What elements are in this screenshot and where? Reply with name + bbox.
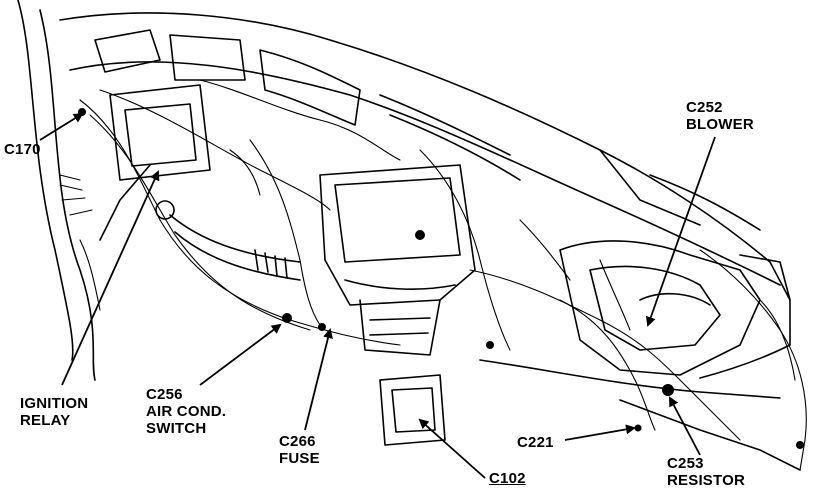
c253-leader-arrow	[669, 396, 701, 456]
wire-harness-right	[469, 269, 741, 441]
blower-housing	[559, 240, 761, 376]
c266-fuse-holder	[318, 323, 326, 331]
c256-connector	[282, 313, 292, 323]
c266-leader-arrow	[304, 328, 333, 431]
ignition-relay-leader-arrow	[61, 170, 160, 386]
dashboard-outline	[59, 12, 791, 379]
c221-leader-arrow	[564, 424, 636, 441]
c256-label: C256 AIR COND. SWITCH	[146, 386, 227, 437]
wire-harness-main	[79, 99, 401, 346]
c170-leader-arrow	[39, 112, 84, 141]
c170-label: C170	[4, 141, 41, 158]
c221-connector	[634, 424, 642, 432]
c252-label: C252 BLOWER	[686, 99, 754, 133]
c253-label: C253 RESISTOR	[667, 455, 746, 489]
c102-label: C102	[489, 470, 526, 487]
c102-leader-arrow	[418, 418, 486, 479]
c256-leader-arrow	[199, 323, 282, 386]
ignition-relay-label: IGNITION RELAY	[20, 395, 89, 429]
c266-label: C266 FUSE	[279, 433, 320, 467]
c102-bracket	[379, 374, 446, 446]
c252-leader-arrow	[645, 136, 716, 327]
c221-label: C221	[517, 434, 554, 451]
c253-connector	[662, 384, 674, 396]
